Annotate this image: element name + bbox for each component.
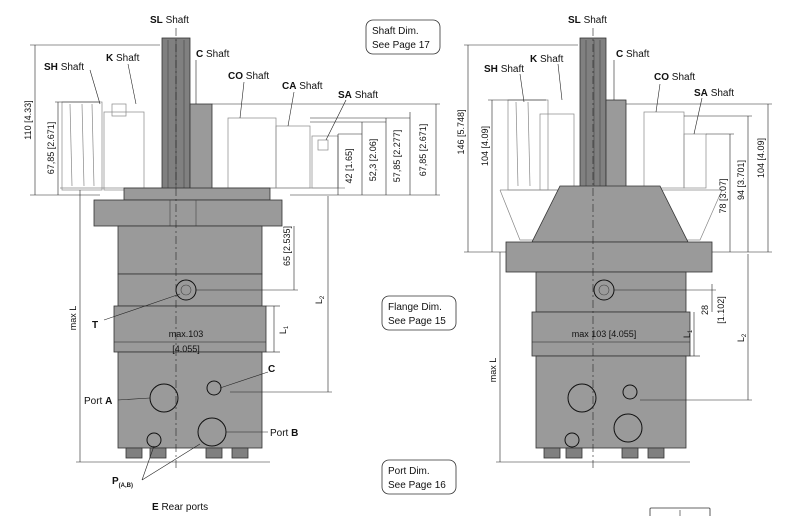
right-dim-94: 94 [3.701] <box>736 160 746 200</box>
left-label-sa-shaft: SA Shaft <box>338 90 378 101</box>
left-dim-l2: L2 <box>314 295 326 304</box>
left-dim-max103: max.103 <box>169 329 204 339</box>
svg-text:See Page 16: See Page 16 <box>388 480 446 491</box>
left-gerotor <box>113 305 267 353</box>
left-port-b <box>197 417 227 447</box>
right-dim-l1: L1 <box>682 329 694 338</box>
right-dim-28-in: [1.102] <box>716 296 726 324</box>
left-dim-5785: 57,85 [2.277] <box>392 130 402 183</box>
right-label-sa-shaft: SA Shaft <box>694 88 734 99</box>
svg-text:See Page 17: See Page 17 <box>372 40 430 51</box>
right-dimension-lines <box>464 44 772 463</box>
svg-text:See Page 15: See Page 15 <box>388 316 446 327</box>
right-mount-flange <box>505 241 713 273</box>
left-flange <box>93 199 283 227</box>
left-label-sl-shaft: SL Shaft <box>150 15 189 26</box>
right-dim-146: 146 [5.748] <box>456 109 466 154</box>
left-label-c: C <box>268 364 275 375</box>
right-port-b <box>613 413 643 443</box>
left-label-co-shaft: CO Shaft <box>228 71 269 82</box>
left-dim-6785-sh: 67,85 [2.671] <box>46 122 56 175</box>
left-label-p: P(A,B) <box>112 476 133 489</box>
left-pilot <box>123 187 271 201</box>
left-dim-max-l: max L <box>68 306 78 331</box>
right-motor-view: SL Shaft C Shaft SH Shaft K Shaft CO Sha… <box>456 15 772 470</box>
right-label-k-shaft: K Shaft <box>530 54 564 65</box>
right-port-p <box>564 432 580 448</box>
right-dim-l2: L2 <box>736 333 748 342</box>
left-dim-6785-r: 67,85 [2.671] <box>418 124 428 177</box>
left-dim-65: 65 [2.535] <box>282 226 292 266</box>
right-dim-max103: max 103 [4.055] <box>572 329 637 339</box>
left-label-sh-shaft: SH Shaft <box>44 62 84 73</box>
right-label-sh-shaft: SH Shaft <box>484 64 524 75</box>
svg-text:Port Dim.: Port Dim. <box>388 466 430 477</box>
right-port-a <box>567 383 597 413</box>
left-label-c-shaft: C Shaft <box>196 49 230 60</box>
right-label-co-shaft: CO Shaft <box>654 72 695 83</box>
left-label-rear-ports: E Rear ports <box>152 502 208 513</box>
right-port-c <box>622 384 638 400</box>
left-dim-523: 52,3 [2.06] <box>368 139 378 182</box>
left-dim-110: 110 [4.33] <box>23 100 33 139</box>
left-port-c <box>206 380 222 396</box>
right-drain-port <box>593 279 615 301</box>
right-dim-28: 28 <box>700 305 710 315</box>
right-label-sl-shaft: SL Shaft <box>568 15 607 26</box>
note-port-dim: Port Dim. See Page 16 <box>381 459 457 495</box>
left-label-port-b: Port B <box>270 428 298 439</box>
left-label-t: T <box>92 320 98 331</box>
left-c-shaft <box>189 103 213 191</box>
left-dim-l1: L1 <box>278 325 290 334</box>
left-dimension-lines <box>30 44 440 481</box>
left-label-port-a: Port A <box>84 396 112 407</box>
right-dim-104-r: 104 [4.09] <box>756 138 766 178</box>
right-dim-104-l: 104 [4.09] <box>480 126 490 166</box>
right-c-shaft <box>605 99 627 189</box>
right-dim-max-l: max L <box>488 358 498 383</box>
right-flange-cone <box>531 185 689 243</box>
svg-text:Flange Dim.: Flange Dim. <box>388 302 442 313</box>
note-flange-dim: Flange Dim. See Page 15 <box>381 295 457 331</box>
left-label-ca-shaft: CA Shaft <box>282 81 323 92</box>
right-end-cover <box>535 355 687 449</box>
left-dim-42: 42 [1.65] <box>344 148 354 183</box>
right-dim-78: 78 [3.07] <box>718 178 728 213</box>
left-motor-view: SL Shaft C Shaft SH Shaft K Shaft CO Sha… <box>23 15 440 513</box>
right-gerotor <box>531 311 691 357</box>
left-end-cover <box>117 351 263 449</box>
right-label-c-shaft: C Shaft <box>616 49 650 60</box>
left-label-k-shaft: K Shaft <box>106 53 140 64</box>
cropped-symbol-box <box>649 507 711 516</box>
svg-text:Shaft Dim.: Shaft Dim. <box>372 26 419 37</box>
left-drain-port-t <box>175 279 197 301</box>
left-port-a <box>149 383 179 413</box>
left-body-upper <box>117 225 263 275</box>
left-port-p <box>146 432 162 448</box>
left-dim-max103-in: [4.055] <box>172 344 200 354</box>
note-shaft-dim: Shaft Dim. See Page 17 <box>365 19 441 55</box>
